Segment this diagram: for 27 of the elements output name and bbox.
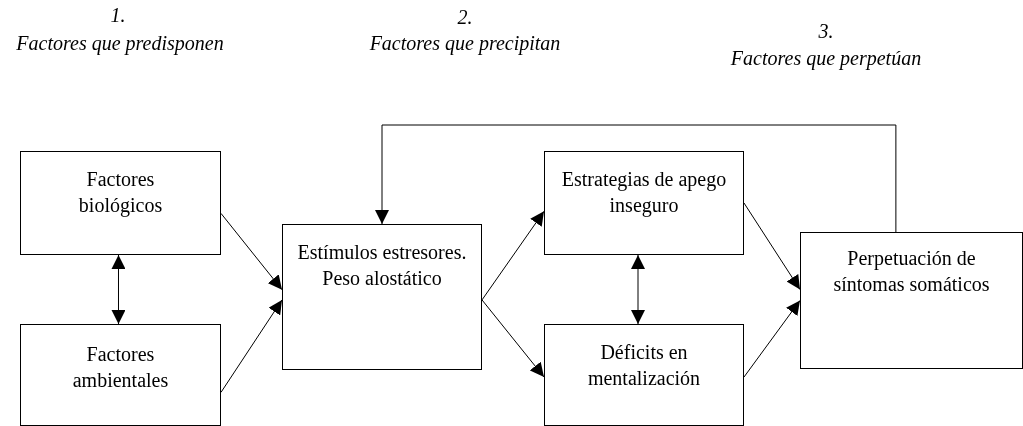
arrow <box>743 202 801 291</box>
arrow <box>481 210 545 301</box>
arrow <box>481 299 545 378</box>
section-heading: Factores que predisponen <box>16 32 224 55</box>
process-box <box>282 224 482 370</box>
process-box <box>544 151 744 255</box>
process-box <box>20 151 221 255</box>
arrow <box>375 124 897 233</box>
box-label: Factores biológicos <box>77 167 164 218</box>
section-number: 2. <box>457 6 473 29</box>
arrow <box>220 299 283 393</box>
section-number: 3. <box>818 20 834 43</box>
box-label: Perpetuación de síntomas somáticos <box>832 246 991 297</box>
process-box <box>20 324 221 426</box>
arrow <box>111 254 126 325</box>
arrow <box>743 300 801 378</box>
box-label: Estímulos estresores. Peso alostático <box>297 240 467 291</box>
arrow <box>631 254 645 325</box>
box-label: Déficits en mentalización <box>586 340 702 391</box>
section-number: 1. <box>110 4 126 27</box>
section-heading: Factores que perpetúan <box>730 47 922 70</box>
process-box <box>544 324 744 426</box>
box-label: Estrategias de apego inseguro <box>560 167 728 218</box>
arrow <box>220 212 283 291</box>
process-box <box>800 232 1023 369</box>
section-heading: Factores que precipitan <box>369 32 561 55</box>
box-label: Factores ambientales <box>71 342 170 393</box>
